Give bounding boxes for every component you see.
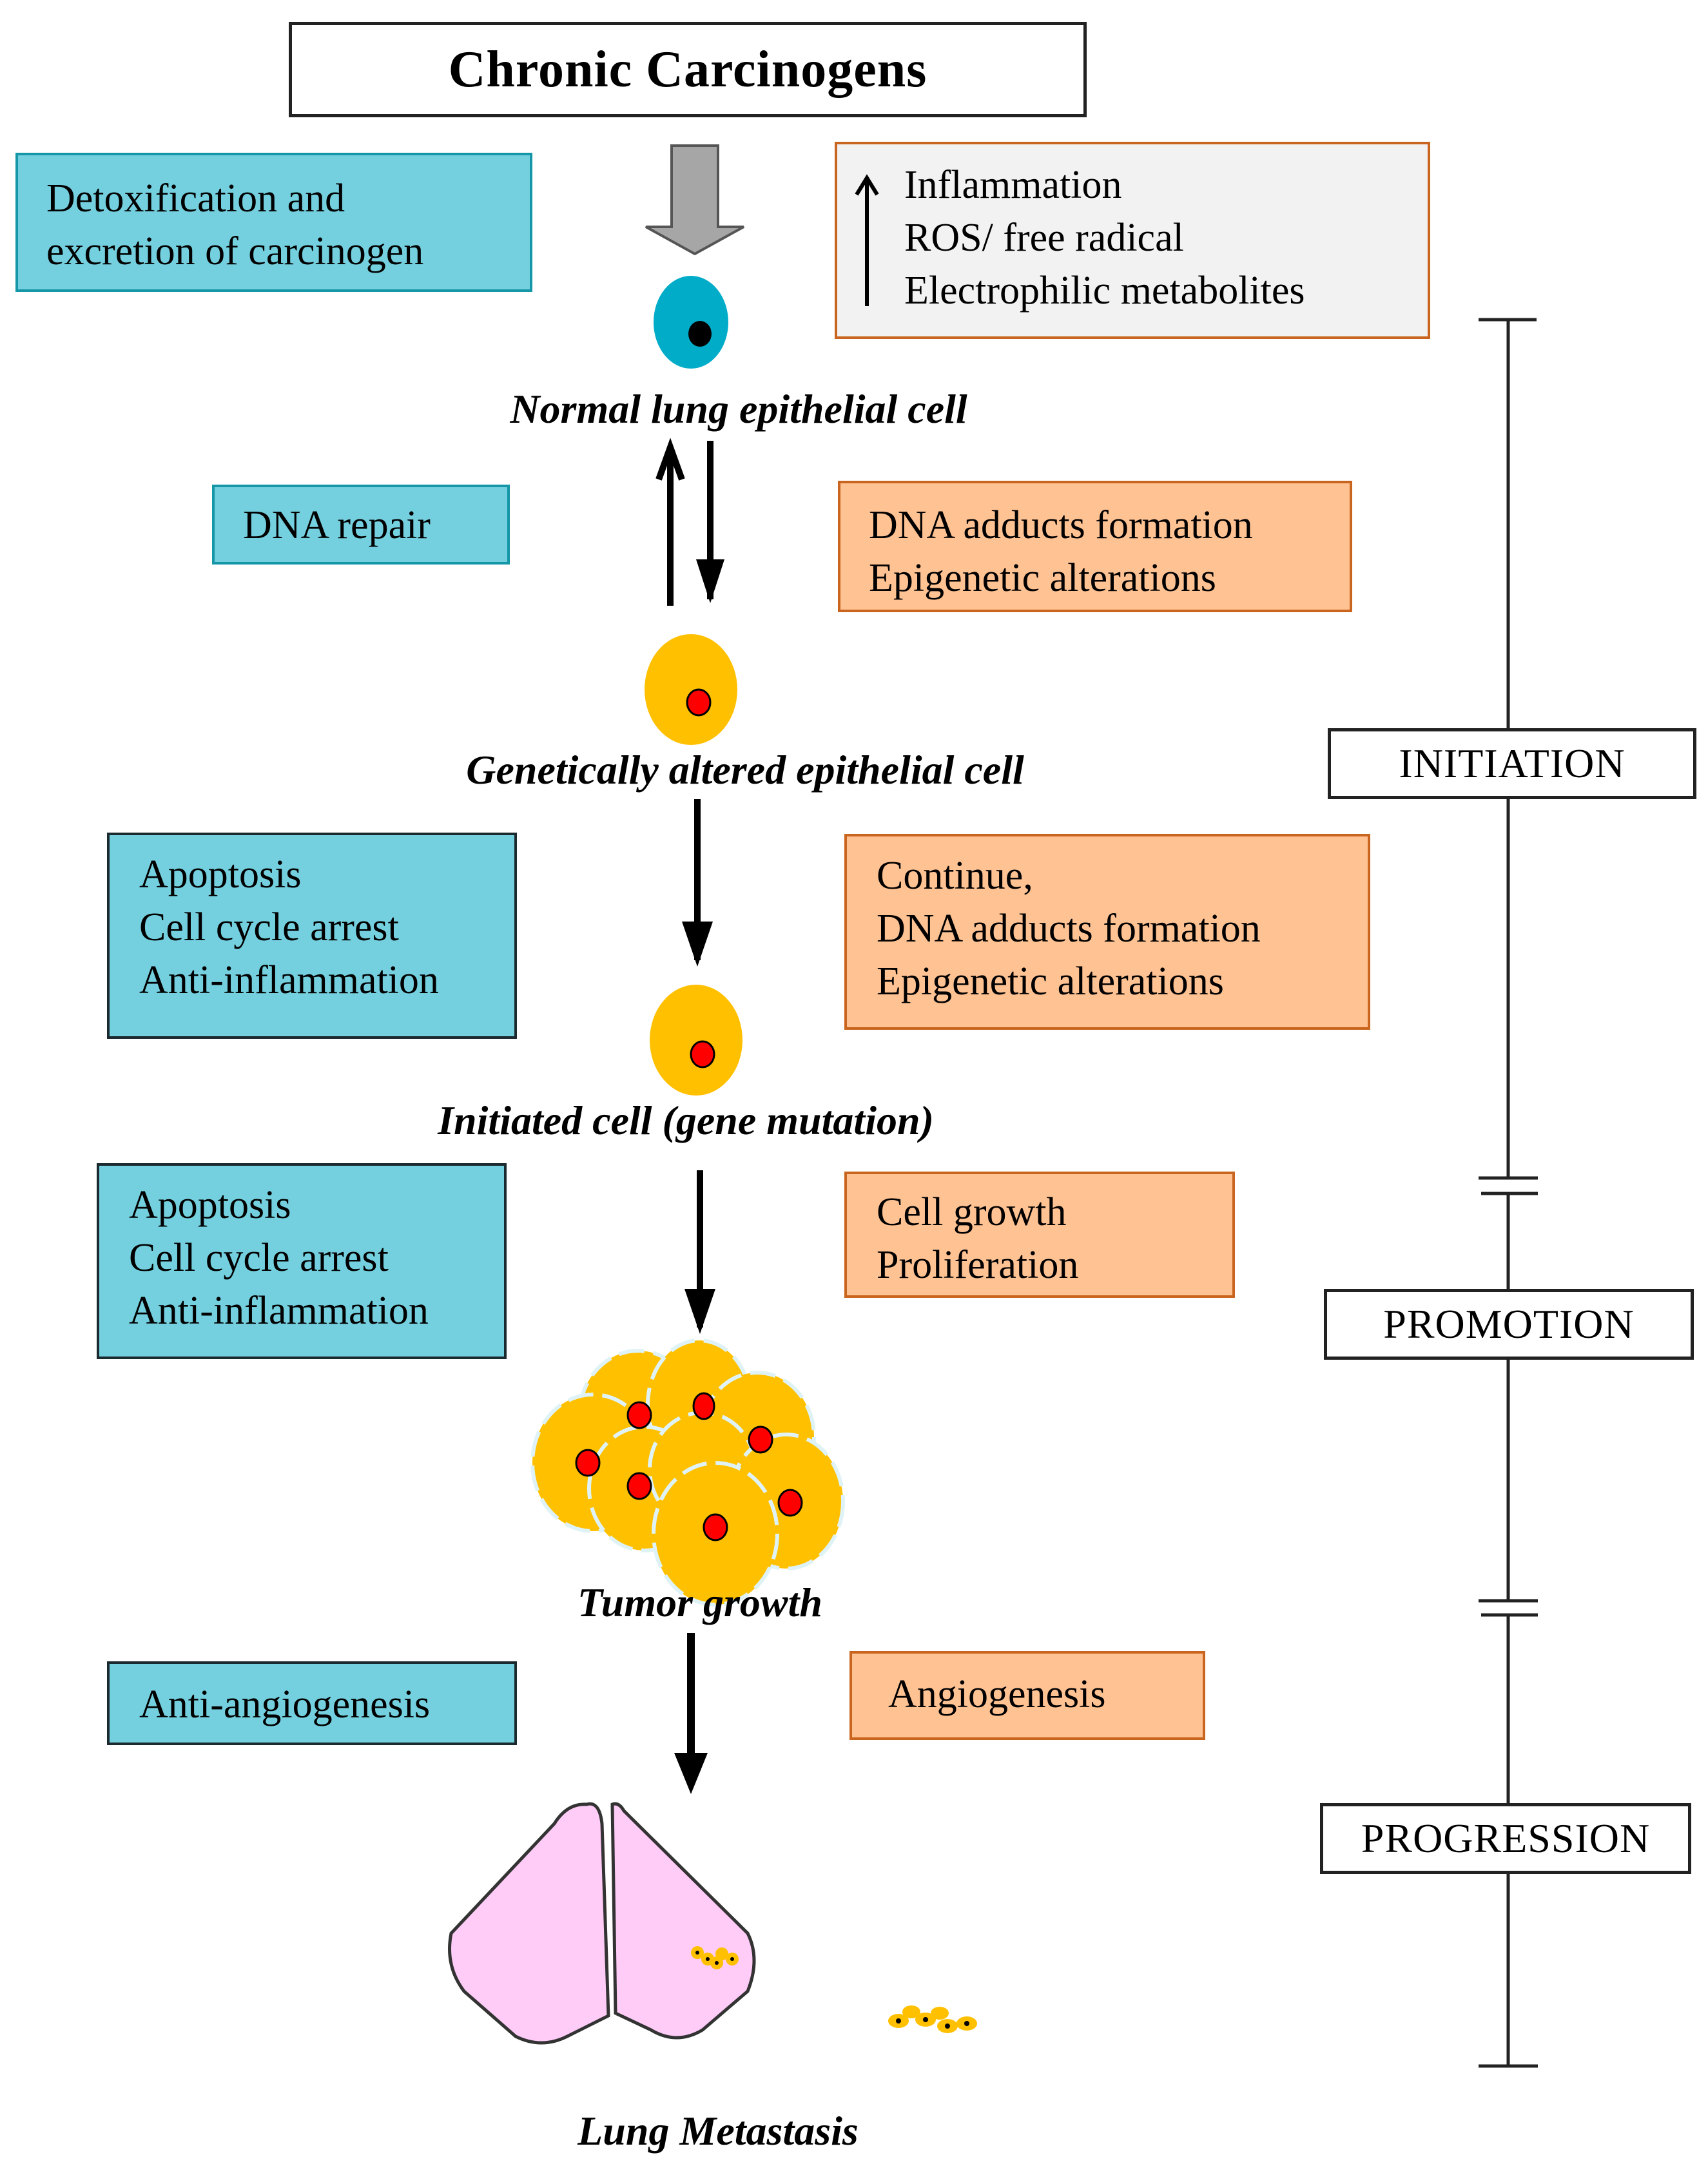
box-line: ROS/ free radical [904,216,1184,260]
down-arrow-icon [684,1170,715,1334]
phase-timeline [1479,318,1538,2068]
phase-progression: PROGRESSION [1320,1803,1691,1874]
box-line: excretion of carcinogen [46,229,424,273]
down-arrow-icon [674,1633,708,1794]
normal-cell-icon [654,276,728,369]
protective-box-dna-repair: DNA repair [212,485,510,565]
box-line: Cell growth [877,1190,1067,1234]
box-line: Inflammation [904,163,1122,207]
title-text: Chronic Carcinogens [448,41,927,98]
up-arrow-icon [855,174,879,306]
box-line: Apoptosis [129,1183,291,1227]
protective-box-apoptosis-1: Apoptosis Cell cycle arrest Anti-inflamm… [107,833,517,1039]
protective-box-anti-angiogenesis: Anti-angiogenesis [107,1661,517,1745]
repair-up-arrow-icon [655,438,685,606]
initiated-cell-icon [650,985,742,1096]
protective-box-apoptosis-2: Apoptosis Cell cycle arrest Anti-inflamm… [97,1163,507,1359]
box-line: Proliferation [877,1243,1079,1287]
box-line: Epigenetic alterations [869,556,1216,600]
box-line: Angiogenesis [888,1672,1106,1716]
down-arrow-icon [682,799,713,967]
phase-promotion: PROMOTION [1324,1289,1694,1360]
phase-label: PROGRESSION [1361,1815,1651,1861]
caption-altered-cell: Genetically altered epithelial cell [466,747,1024,793]
phase-label: INITIATION [1399,740,1626,786]
damaging-box-continue: Continue, DNA adducts formation Epigenet… [844,834,1370,1030]
box-line: Anti-inflammation [129,1289,429,1333]
box-line: Cell cycle arrest [139,905,399,949]
caption-lung-metastasis: Lung Metastasis [577,2108,859,2154]
damaging-box-cell-growth: Cell growth Proliferation [844,1172,1235,1298]
box-line: Cell cycle arrest [129,1236,389,1280]
phase-initiation: INITIATION [1328,728,1696,799]
damaging-box-inflammation: Inflammation ROS/ free radical Electroph… [835,142,1430,339]
box-line: DNA adducts formation [869,503,1253,547]
left-lung-icon [448,1802,610,2045]
right-lung-icon [610,1802,756,2040]
damaging-box-angiogenesis: Angiogenesis [849,1651,1205,1740]
box-line: Anti-angiogenesis [139,1683,431,1726]
box-line: Epigenetic alterations [877,960,1224,1003]
title-box: Chronic Carcinogens [289,22,1087,117]
protective-box-detoxification: Detoxification and excretion of carcinog… [15,153,532,292]
box-line: Continue, [877,854,1033,898]
metastatic-cells-icon [888,2005,977,2033]
altered-cell-icon [645,634,737,745]
tumor-nuclei [575,1392,803,1541]
box-line: Anti-inflammation [139,958,439,1002]
box-line: Apoptosis [139,853,302,896]
lung-tumor-cells-icon [691,1946,739,1969]
grey-down-arrow-icon [645,144,744,256]
box-line: DNA repair [243,503,431,547]
caption-normal-cell: Normal lung epithelial cell [510,386,967,432]
box-line: DNA adducts formation [877,907,1261,951]
caption-initiated-cell: Initiated cell (gene mutation) [438,1097,934,1143]
damaging-box-dna-adducts: DNA adducts formation Epigenetic alterat… [838,481,1352,612]
caption-tumor-growth: Tumor growth [577,1579,822,1625]
box-line: Electrophilic metabolites [904,269,1305,313]
phase-label: PROMOTION [1383,1301,1635,1347]
box-line: Detoxification and [46,177,345,220]
damage-down-arrow-icon [696,441,724,603]
